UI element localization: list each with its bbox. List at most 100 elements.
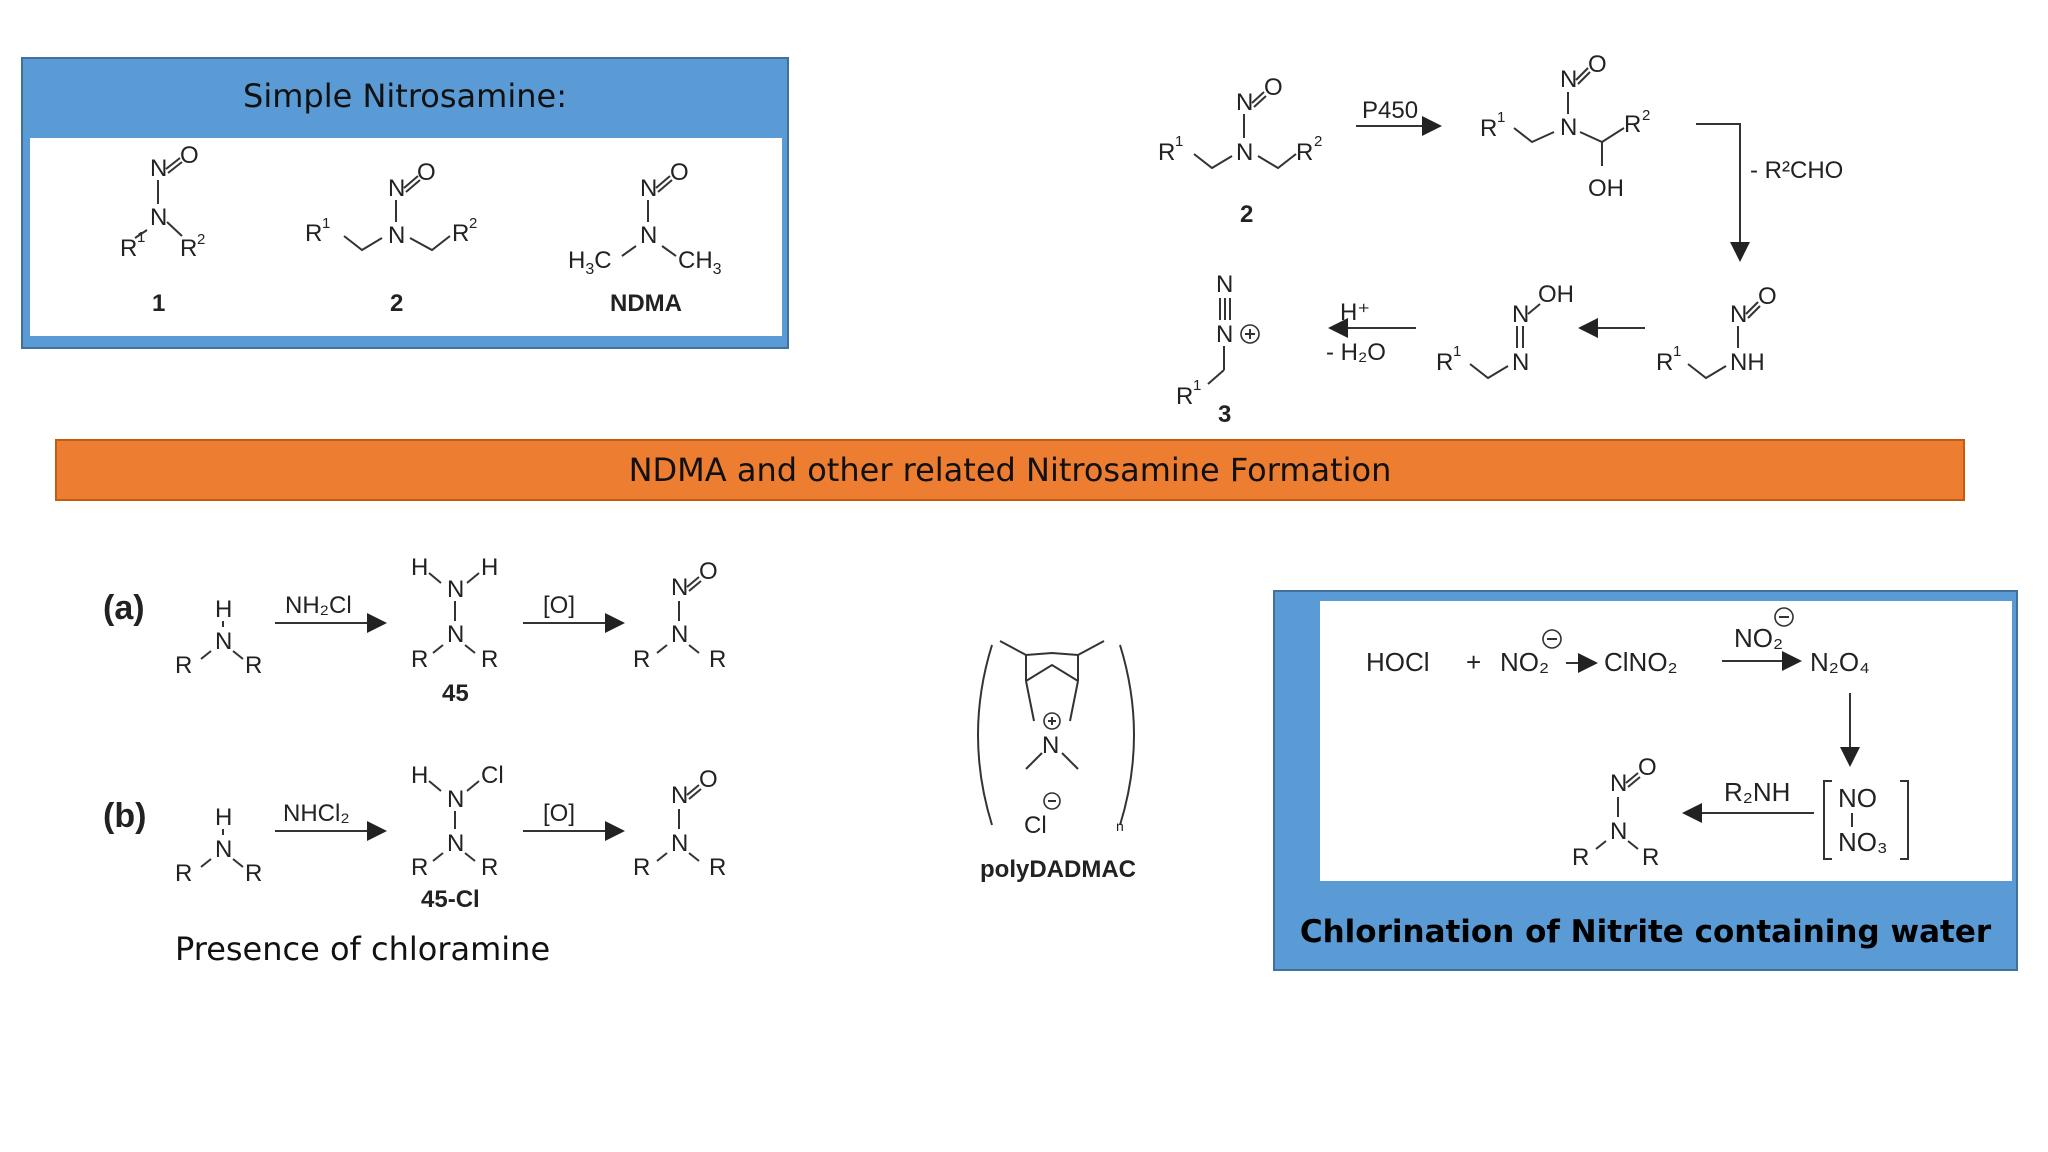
label-ndma: NDMA xyxy=(610,290,682,317)
row-b-reagent: NHCl₂ xyxy=(283,800,350,827)
svg-text:N: N xyxy=(1610,818,1627,845)
svg-text:H: H xyxy=(215,804,232,831)
svg-text:N: N xyxy=(1216,321,1233,348)
svg-text:R: R xyxy=(305,220,322,247)
svg-text:O: O xyxy=(1264,74,1283,101)
svg-text:OH: OH xyxy=(1538,281,1574,308)
svg-text:N: N xyxy=(150,155,167,182)
label-product: 3 xyxy=(1218,401,1231,428)
svg-text:R: R xyxy=(1296,139,1313,166)
svg-text:R: R xyxy=(1176,383,1193,410)
structure-ndma: N O N H3C CH3 NDMA xyxy=(568,159,722,317)
svg-text:N: N xyxy=(447,576,464,603)
simple-nitrosamine-structures: N O N R 1 R 2 1 N O N xyxy=(120,142,722,317)
svg-text:2: 2 xyxy=(197,231,205,248)
structure-1: N O N R 1 R 2 1 xyxy=(120,142,205,317)
reactant-hocl: HOCl xyxy=(1366,647,1430,677)
nitrite-chlorination-scheme: HOCl + NO₂ ClNO₂ NO₂ N₂O₄ NO NO₃ R₂NH N xyxy=(1366,607,1909,871)
svg-text:N: N xyxy=(640,222,657,249)
svg-text:2: 2 xyxy=(469,215,477,232)
svg-text:2: 2 xyxy=(1642,107,1650,124)
reactant-nitrite: NO₂ xyxy=(1500,647,1549,677)
row-b-tag: (b) xyxy=(103,797,146,835)
arrow-down xyxy=(1696,123,1750,262)
svg-text:R: R xyxy=(175,860,192,887)
polydadmac-structure: N Cl n polyDADMAC xyxy=(977,640,1136,883)
chloramine-caption: Presence of chloramine xyxy=(175,930,551,968)
svg-text:H: H xyxy=(411,762,428,789)
svg-text:O: O xyxy=(1758,283,1777,310)
svg-text:R: R xyxy=(411,854,428,881)
diazonium-product: N N R 1 3 xyxy=(1176,271,1260,428)
polymer-label: polyDADMAC xyxy=(980,856,1136,883)
svg-text:R: R xyxy=(633,646,650,673)
diazohydroxide-intermediate: N OH N R 1 xyxy=(1436,281,1574,380)
nitrosamine-nh-intermediate: N O NH R 1 xyxy=(1656,283,1777,380)
loss-water-label: - H₂O xyxy=(1326,339,1386,366)
label-start: 2 xyxy=(1240,201,1253,228)
intermediate-n2o4: N₂O₄ xyxy=(1810,647,1870,677)
label-compound-2: 2 xyxy=(390,290,403,317)
svg-text:R: R xyxy=(1642,844,1659,871)
svg-text:R: R xyxy=(1436,349,1453,376)
svg-text:N: N xyxy=(215,836,232,863)
svg-text:N: N xyxy=(215,628,232,655)
svg-text:Cl: Cl xyxy=(481,762,504,789)
svg-text:1: 1 xyxy=(1453,343,1461,360)
banner-text: NDMA and other related Nitrosamine Forma… xyxy=(628,451,1392,489)
acid-label: H⁺ xyxy=(1340,299,1370,326)
reagent-amine: R₂NH xyxy=(1724,777,1790,807)
svg-text:1: 1 xyxy=(137,229,145,246)
svg-text:Cl: Cl xyxy=(1024,812,1047,839)
svg-text:R: R xyxy=(1656,349,1673,376)
svg-text:N: N xyxy=(1042,732,1059,759)
svg-text:H: H xyxy=(215,596,232,623)
svg-text:N: N xyxy=(671,574,688,601)
svg-text:O: O xyxy=(1638,754,1657,781)
svg-text:R: R xyxy=(481,646,498,673)
svg-text:CH3: CH3 xyxy=(678,247,722,278)
alpha-hydroxy-intermediate: N O N R 1 OH R 2 xyxy=(1480,51,1650,202)
svg-text:R: R xyxy=(1480,115,1497,142)
row-a-intermediate: 45 xyxy=(442,680,469,707)
start-compound-2: N O N R 1 R 2 2 xyxy=(1158,74,1322,228)
polymer-subscript: n xyxy=(1116,818,1124,834)
svg-text:O: O xyxy=(417,159,436,186)
svg-text:R: R xyxy=(709,646,726,673)
reagent-nitrite: NO₂ xyxy=(1734,623,1783,653)
structure-2: N O N R 1 R 2 2 xyxy=(305,159,477,317)
svg-text:R: R xyxy=(245,860,262,887)
svg-text:R: R xyxy=(245,652,262,679)
svg-text:N: N xyxy=(1512,301,1529,328)
simple-nitrosamine-panel: Simple Nitrosamine: N O N R 1 R 2 1 N xyxy=(21,57,789,349)
nitrite-caption: Chlorination of Nitrite containing water xyxy=(1299,914,1992,950)
svg-text:R: R xyxy=(1572,844,1589,871)
svg-text:N: N xyxy=(1216,271,1233,298)
reaction-row-a: (a) H N R R NH₂Cl H H N N R R 45 [O] N O… xyxy=(103,554,726,707)
enzyme-label: P450 xyxy=(1362,97,1418,124)
svg-text:1: 1 xyxy=(1193,377,1201,394)
svg-text:R: R xyxy=(709,854,726,881)
intermediate-clno2: ClNO₂ xyxy=(1604,647,1678,677)
svg-text:1: 1 xyxy=(1673,343,1681,360)
structures-area: N O N R 1 R 2 1 N O N xyxy=(30,138,782,336)
svg-text:R: R xyxy=(180,235,197,262)
svg-text:2: 2 xyxy=(1314,133,1322,150)
svg-text:O: O xyxy=(670,159,689,186)
svg-text:H3C: H3C xyxy=(568,247,612,278)
svg-text:R: R xyxy=(175,652,192,679)
nitrite-chlorination-panel: HOCl + NO₂ ClNO₂ NO₂ N₂O₄ NO NO₃ R₂NH N xyxy=(1273,590,2018,971)
svg-text:N: N xyxy=(1236,89,1253,116)
svg-text:N: N xyxy=(1730,301,1747,328)
svg-text:O: O xyxy=(180,142,199,169)
svg-text:H: H xyxy=(481,554,498,581)
pair-no: NO xyxy=(1838,783,1877,813)
svg-text:R: R xyxy=(452,220,469,247)
svg-text:1: 1 xyxy=(1497,109,1505,126)
row-a-reagent: NH₂Cl xyxy=(285,592,352,619)
svg-text:N: N xyxy=(1236,139,1253,166)
svg-text:N: N xyxy=(1512,349,1529,376)
svg-text:H: H xyxy=(411,554,428,581)
svg-text:R: R xyxy=(481,854,498,881)
svg-text:N: N xyxy=(388,175,405,202)
